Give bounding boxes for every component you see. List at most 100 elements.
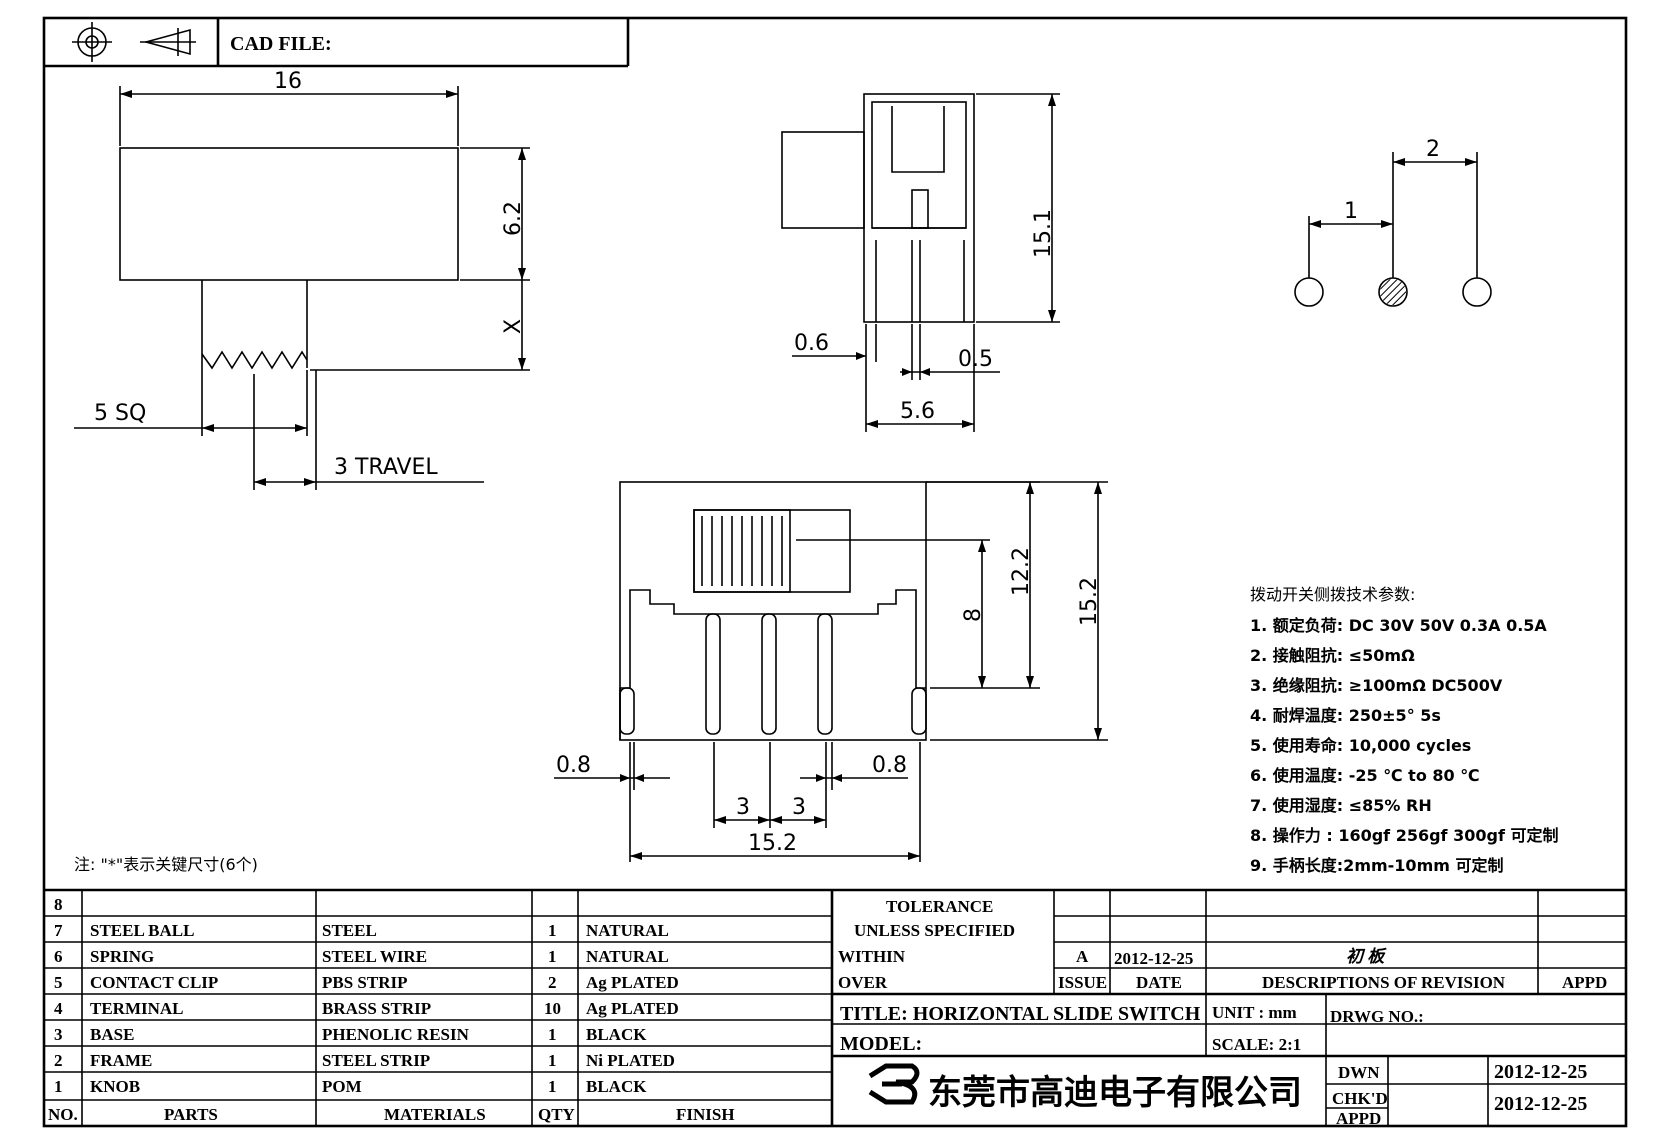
table-row: 8 xyxy=(54,895,63,914)
bom-no: 1 xyxy=(54,1077,63,1096)
appd2-label: APPD xyxy=(1336,1109,1381,1128)
bom-no: 3 xyxy=(54,1025,63,1044)
bom-material: PBS STRIP xyxy=(322,973,408,992)
dim-side-height: 15.1 xyxy=(1031,209,1056,258)
dim-front-h15: 15.2 xyxy=(1077,577,1102,626)
dim-front-pitch-b: 3 xyxy=(792,795,806,820)
pin-layout: 1 2 xyxy=(1294,137,1492,307)
side-view: 15.1 0.6 0.5 5.6 xyxy=(781,93,1060,432)
spec-item-1: 1. 额定负荷: DC 30V 50V 0.3A 0.5A xyxy=(1250,616,1547,635)
header-block: CAD FILE: xyxy=(44,18,630,68)
dim-side-gap: 0.5 xyxy=(958,347,993,372)
bom-no: 7 xyxy=(54,921,63,940)
dim-front-pitch-a: 3 xyxy=(736,795,750,820)
bom-rows: 8 7 STEEL BALL STEEL 1 NATURAL 6 SPRING … xyxy=(48,895,735,1124)
projection-symbol-icon xyxy=(72,22,196,62)
scale-label: SCALE: 2:1 xyxy=(1212,1035,1301,1054)
bom-finish: BLACK xyxy=(586,1025,647,1044)
table-row: 2 FRAME STEEL STRIP 1 Ni PLATED xyxy=(54,1051,675,1070)
bom-qty: 1 xyxy=(548,921,557,940)
bom-header-materials: MATERIALS xyxy=(384,1105,486,1124)
dim-sq: 5 SQ xyxy=(94,401,146,426)
knob-ridges xyxy=(701,516,783,586)
spec-item-9: 9. 手柄长度:2mm-10mm 可定制 xyxy=(1250,856,1503,875)
bom-header-row: NO. PARTS MATERIALS QTY FINISH xyxy=(48,1105,735,1124)
chkd-date: 2012-12-25 xyxy=(1494,1093,1587,1115)
company-logo-icon xyxy=(868,1063,920,1105)
table-row: 3 BASE PHENOLIC RESIN 1 BLACK xyxy=(54,1025,647,1044)
table-row: 6 SPRING STEEL WIRE 1 NATURAL xyxy=(54,947,669,966)
dim-front-width: 15.2 xyxy=(748,831,797,856)
bom-finish: Ag PLATED xyxy=(586,973,679,992)
bom-no: 5 xyxy=(54,973,63,992)
bom-qty: 1 xyxy=(548,1025,557,1044)
bom-qty: 1 xyxy=(548,947,557,966)
appd-label: APPD xyxy=(1562,973,1607,992)
bom-qty: 1 xyxy=(548,1051,557,1070)
spec-item-5: 5. 使用寿命: 10,000 cycles xyxy=(1250,736,1471,755)
bom-material: POM xyxy=(322,1077,362,1096)
dim-x: X xyxy=(501,319,526,334)
bom-header-parts: PARTS xyxy=(164,1105,218,1124)
drawing-title: TITLE: HORIZONTAL SLIDE SWITCH xyxy=(840,1003,1201,1025)
bom-material: BRASS STRIP xyxy=(322,999,431,1018)
tolerance-label: TOLERANCE xyxy=(886,897,993,916)
spec-item-6: 6. 使用温度: -25 ℃ to 80 ℃ xyxy=(1250,766,1480,785)
bom-material: STEEL STRIP xyxy=(322,1051,430,1070)
dim-side-pin: 0.6 xyxy=(794,331,829,356)
dim-side-base: 5.6 xyxy=(900,399,935,424)
pin-hole-right xyxy=(1462,277,1492,307)
dwn-date: 2012-12-25 xyxy=(1494,1061,1587,1083)
bom-part: KNOB xyxy=(90,1077,140,1096)
spec-item-2: 2. 接触阻抗: ≤50mΩ xyxy=(1250,646,1415,665)
within-label: WITHIN xyxy=(838,947,906,966)
spec-title: 拨动开关侧拨技术参数: xyxy=(1250,585,1415,604)
dim-front-pin-left: 0.8 xyxy=(556,753,591,778)
cad-file-label: CAD FILE: xyxy=(230,33,332,55)
bom-qty: 1 xyxy=(548,1077,557,1096)
bom-finish: Ag PLATED xyxy=(586,999,679,1018)
dim-travel: 3 TRAVEL xyxy=(334,455,438,480)
spec-item-8: 8. 操作力 : 160gf 256gf 300gf 可定制 xyxy=(1250,826,1558,845)
dim-top-width: 16 xyxy=(274,69,302,94)
bom-finish: Ni PLATED xyxy=(586,1051,675,1070)
key-dimension-note: 注: "*"表示关键尺寸(6个) xyxy=(74,855,258,874)
bom-part: SPRING xyxy=(90,947,154,966)
dwn-label: DWN xyxy=(1338,1063,1380,1082)
unit-label: UNIT : mm xyxy=(1212,1003,1297,1022)
table-row: 5 CONTACT CLIP PBS STRIP 2 Ag PLATED xyxy=(54,973,679,992)
unless-specified-label: UNLESS SPECIFIED xyxy=(854,921,1015,940)
bom-part: FRAME xyxy=(90,1051,152,1070)
bom-part: TERMINAL xyxy=(90,999,184,1018)
over-label: OVER xyxy=(838,973,888,992)
bom-finish: NATURAL xyxy=(586,921,669,940)
front-view: 12.2 15.2 8 0.8 0.8 3 3 xyxy=(554,481,1108,862)
date-label: DATE xyxy=(1136,973,1182,992)
dim-front-h8: 8 xyxy=(961,608,986,622)
dim-front-pin-right: 0.8 xyxy=(872,753,907,778)
spec-item-4: 4. 耐焊温度: 250±5° 5s xyxy=(1250,706,1441,725)
descriptions-label: DESCRIPTIONS OF REVISION xyxy=(1262,973,1506,992)
table-row: 7 STEEL BALL STEEL 1 NATURAL xyxy=(54,921,669,940)
spec-item-3: 3. 绝缘阻抗: ≥100mΩ DC500V xyxy=(1250,676,1503,695)
chkd-label: CHK'D xyxy=(1332,1089,1388,1108)
issue-label: ISSUE xyxy=(1058,973,1107,992)
dim-front-h12: 12.2 xyxy=(1009,547,1034,596)
company-name: 东莞市高迪电子有限公司 xyxy=(928,1073,1302,1113)
spec-item-7: 7. 使用湿度: ≤85% RH xyxy=(1250,796,1432,815)
bom-material: STEEL WIRE xyxy=(322,947,427,966)
title-block: TOLERANCE UNLESS SPECIFIED WITHIN OVER A… xyxy=(832,890,1626,1128)
table-row: 4 TERMINAL BRASS STRIP 10 Ag PLATED xyxy=(54,999,679,1018)
bom-part: STEEL BALL xyxy=(90,921,194,940)
bom-part: CONTACT CLIP xyxy=(90,973,218,992)
bom-material: STEEL xyxy=(322,921,377,940)
bom-no: 2 xyxy=(54,1051,63,1070)
dim-top-height: 6.2 xyxy=(501,201,526,236)
bom-table xyxy=(44,888,1626,1126)
sheet-border xyxy=(42,16,1628,1128)
bom-no: 4 xyxy=(54,999,63,1018)
bom-finish: NATURAL xyxy=(586,947,669,966)
bom-material: PHENOLIC RESIN xyxy=(322,1025,470,1044)
dim-pitch-1: 1 xyxy=(1344,199,1358,224)
